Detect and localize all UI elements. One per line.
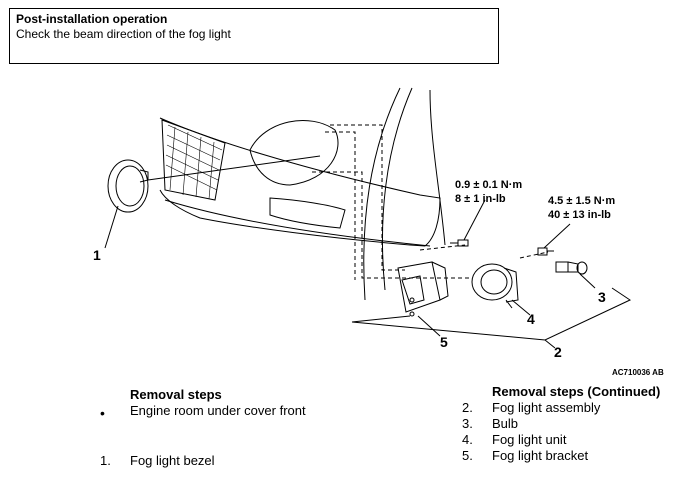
headlamp-outline [249, 119, 339, 186]
torque-right-leader [543, 223, 571, 249]
removal-steps-continued-heading: Removal steps (Continued) [492, 384, 661, 399]
torque-left-line1: 0.9 ± 0.1 N·m [455, 179, 522, 191]
list-item: 2. Fog light assembly [462, 400, 677, 416]
fog-light-bezel [107, 159, 149, 213]
list-item: 3. Bulb [462, 416, 677, 432]
fog-light-opening [269, 197, 346, 229]
post-installation-note: Post-installation operation Check the be… [9, 8, 499, 64]
grille-outline [161, 119, 226, 201]
callout-2: 2 [554, 344, 562, 360]
note-title: Post-installation operation [16, 12, 168, 26]
bumper-outline [159, 117, 441, 247]
step-number: 5. [462, 448, 473, 463]
step-label: Fog light bezel [130, 453, 215, 468]
figure-id: AC710036 AB [612, 368, 664, 377]
step-number: 4. [462, 432, 473, 447]
bezel-leader [147, 155, 321, 181]
torque-right-line2: 40 ± 13 in-lb [548, 209, 611, 221]
alignment-dashes [312, 124, 549, 280]
list-item: 1. Fog light bezel [100, 453, 360, 469]
callout-2-leader [544, 339, 556, 349]
grille-mesh [165, 124, 223, 200]
torque-left-leader [463, 199, 486, 241]
removal-steps: Removal steps • Engine room under cover … [100, 387, 360, 469]
bumper-lower-edge [164, 199, 431, 247]
callout-5-leader [417, 315, 441, 337]
callout-4: 4 [527, 311, 535, 327]
step-label: Fog light unit [492, 432, 567, 447]
torque-left-line2: 8 ± 1 in-lb [455, 193, 506, 205]
fog-light-unit [471, 263, 519, 309]
assembly-bracket-line [351, 287, 632, 341]
callout-3-leader [579, 273, 596, 289]
body-line [429, 89, 446, 246]
callout-1-leader [104, 205, 119, 249]
list-item: • Engine room under cover front [100, 403, 360, 421]
step-label: Bulb [492, 416, 519, 431]
torque-right-line1: 4.5 ± 1.5 N·m [548, 195, 615, 207]
fender-curve-outer [363, 87, 401, 301]
list-item: 4. Fog light unit [462, 432, 677, 448]
fog-light-bracket [397, 261, 449, 317]
callout-4-leader [511, 299, 531, 316]
removal-steps-continued: Removal steps (Continued) 2. Fog light a… [462, 384, 677, 464]
note-text: Check the beam direction of the fog ligh… [16, 27, 231, 41]
bolt-left [450, 239, 469, 247]
removal-steps-heading: Removal steps [130, 387, 222, 402]
callout-5: 5 [440, 334, 448, 350]
step-number: 3. [462, 416, 473, 431]
fog-light-exploded-diagram: 1 2 3 4 5 0.9 ± 0.1 N·m 8 ± 1 in-lb 4.5 … [93, 87, 664, 377]
callout-1: 1 [93, 247, 101, 263]
fender-curve-inner [382, 87, 413, 291]
bolt-right [537, 247, 554, 256]
step-label: Fog light bracket [492, 448, 589, 463]
callout-3: 3 [598, 289, 606, 305]
step-label: Engine room under cover front [130, 403, 306, 418]
step-number: 2. [462, 400, 473, 415]
step-label: Fog light assembly [492, 400, 601, 415]
bullet-icon: • [100, 405, 105, 421]
step-number: 1. [100, 453, 111, 468]
list-item: 5. Fog light bracket [462, 448, 677, 464]
bulb [555, 261, 588, 275]
